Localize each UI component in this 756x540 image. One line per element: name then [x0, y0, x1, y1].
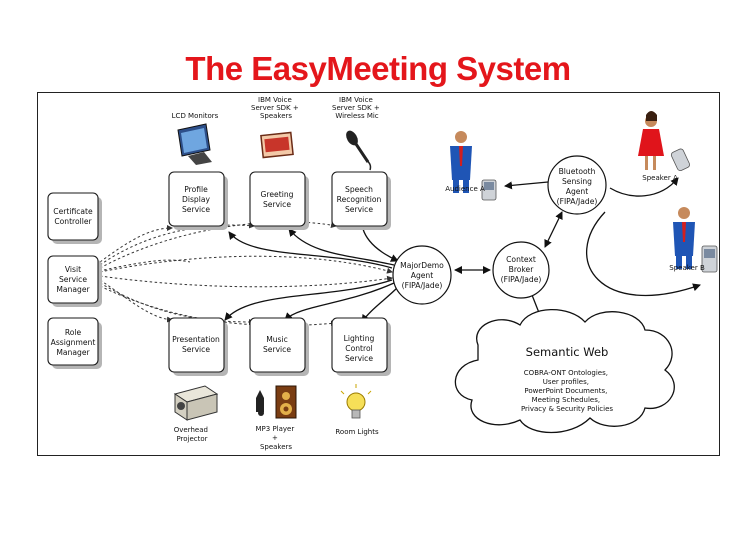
arrow-majordemo-lighting: [361, 286, 399, 323]
projector-icon: [173, 385, 219, 421]
ibm-speakers-label: IBM Voice Server SDK + Speakers: [251, 96, 301, 120]
semantic-web-cloud: Semantic Web COBRA-ONT Ontologies, User …: [454, 308, 675, 434]
arrow-majordemo-music: [284, 282, 395, 321]
speaker-monitor-icon: [260, 131, 294, 159]
page-title: The EasyMeeting System: [185, 50, 571, 87]
mp3-label: MP3 Player + Speakers: [256, 425, 297, 451]
svg-text:COBRA-ONT Ontologies, Us: COBRA-ONT Ontologies, User profiles, Pow…: [521, 369, 613, 413]
lcd-monitors-label: LCD Monitors: [172, 112, 219, 120]
speaker-a-person-icon: [638, 111, 690, 172]
arrow-bluetooth-speaker-a: [609, 177, 679, 197]
arrow-profile-majordemo: [228, 231, 393, 269]
arrow-bluetooth-audience: [504, 181, 549, 190]
speaker-a-label: Speaker A: [642, 174, 678, 182]
speaker-b-person-icon: [673, 207, 718, 273]
room-lights-label: Room Lights: [335, 428, 379, 436]
speaker-b-label: Speaker B: [669, 264, 705, 272]
arrow-bluetooth-speaker-b: [586, 211, 701, 297]
ibm-mic-label: IBM Voice Server SDK + Wireless Mic: [332, 96, 382, 120]
microphone-icon: [346, 130, 372, 171]
arrow-speech-majordemo: [362, 228, 399, 262]
projector-label: Overhead Projector: [174, 426, 210, 443]
diagram-frame: [37, 92, 720, 456]
lcd-monitor-icon: [177, 123, 212, 165]
audience-a-label: Audience A: [445, 185, 485, 193]
arrow-greeting-majordemo: [288, 228, 395, 266]
mp3-player-speakers-icon: [256, 385, 297, 419]
light-bulb-icon: [340, 384, 372, 419]
arrow-majordemo-presentation: [224, 279, 393, 321]
svg-text:Semantic Web: Semantic Web: [526, 345, 609, 359]
connectors: [99, 177, 701, 329]
arrow-context-bluetooth: [544, 211, 563, 248]
audience-person-icon: [450, 131, 497, 201]
dashed-fan: [99, 221, 393, 327]
